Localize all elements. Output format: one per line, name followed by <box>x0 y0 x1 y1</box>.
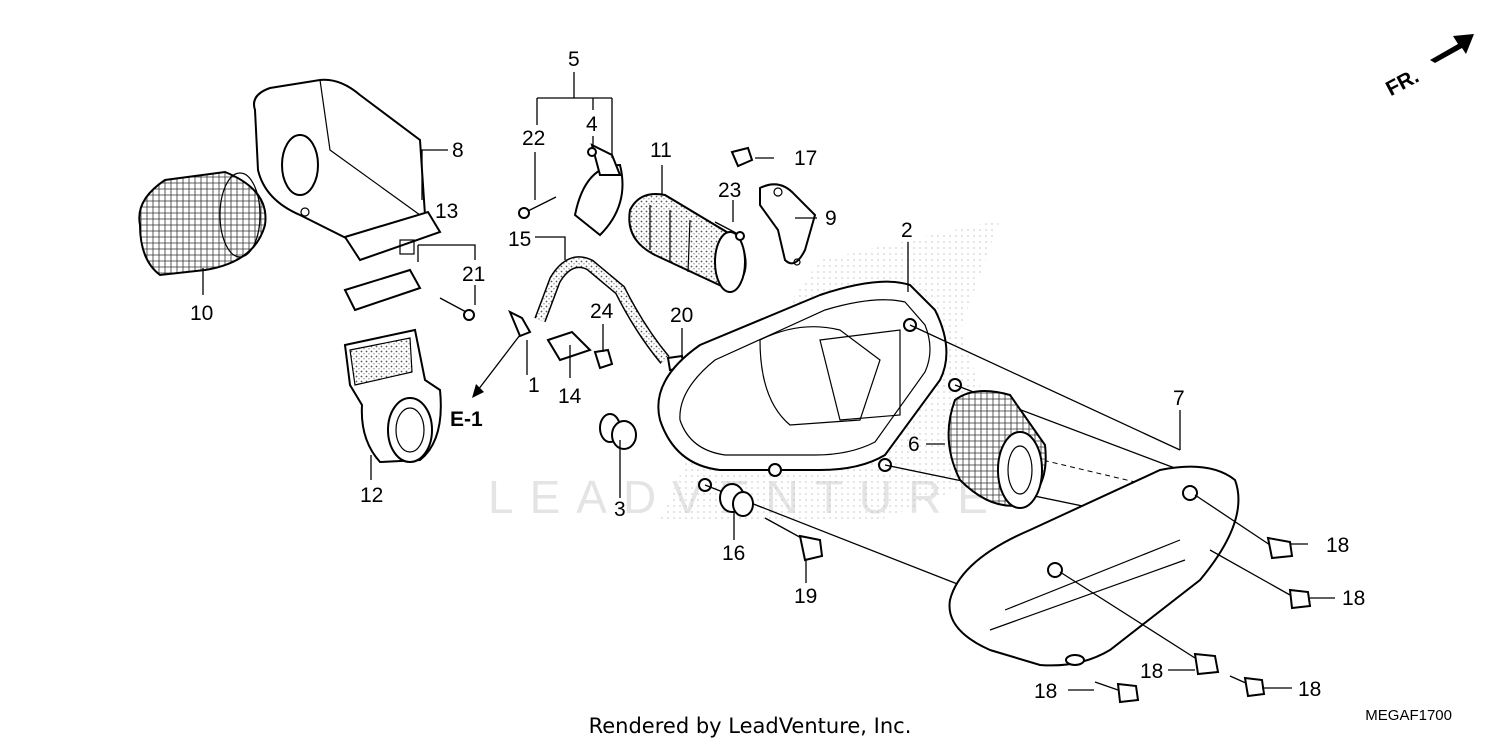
reference-e1-label: E-1 <box>450 408 483 431</box>
part-16-collar <box>719 483 754 517</box>
part-17-nut <box>730 146 754 168</box>
callout-11: 11 <box>650 139 672 162</box>
part-9-stay-bracket <box>759 183 817 266</box>
part-10-filter-sleeve <box>138 170 267 277</box>
callout-2: 2 <box>901 219 913 242</box>
callout-6: 6 <box>908 433 920 456</box>
callout-14: 14 <box>558 385 582 408</box>
callout-20: 20 <box>670 304 693 327</box>
part-15-breather-hose <box>534 256 670 364</box>
part-6-air-filter-element <box>947 390 1047 509</box>
callout-5: 5 <box>568 48 580 71</box>
callout-1: 1 <box>528 374 540 397</box>
footer-credit: Rendered by LeadVenture, Inc. <box>588 714 912 738</box>
callout-24: 24 <box>590 300 614 323</box>
callout-16: 16 <box>722 542 745 565</box>
callout-3: 3 <box>614 498 626 521</box>
part-24-clip <box>593 348 614 370</box>
callout-22: 22 <box>522 127 545 150</box>
part-14-drain-plug <box>546 330 592 362</box>
part-5-clamp-band <box>573 143 624 237</box>
callout-19: 19 <box>794 585 817 608</box>
part-19-flange-bolt <box>764 517 824 562</box>
part-11-connecting-tube <box>628 193 747 293</box>
callout-12: 12 <box>360 484 383 507</box>
front-direction-arrow-icon <box>1430 34 1474 63</box>
callout-18: 18 <box>1326 534 1349 557</box>
front-direction-label: FR. <box>1382 65 1423 101</box>
part-7-side-cover <box>948 465 1240 667</box>
diagram-code: MEGAF1700 <box>1365 707 1452 724</box>
callout-17: 17 <box>794 147 817 170</box>
callout-13: 13 <box>435 200 458 223</box>
part-3-grommet <box>599 413 637 450</box>
part-1-clip <box>508 309 532 338</box>
callout-18: 18 <box>1140 660 1163 683</box>
part-18-bolts <box>1059 494 1312 704</box>
callout-21: 21 <box>462 263 485 286</box>
callout-18: 18 <box>1342 587 1365 610</box>
part-2-air-cleaner-case <box>657 280 962 492</box>
part-8-intake-cover <box>253 78 427 242</box>
part-22-screw <box>518 196 557 219</box>
part-21-screw <box>439 297 475 321</box>
part-23-bolt <box>714 221 745 241</box>
part-13-gasket <box>343 210 442 312</box>
callout-18: 18 <box>1034 680 1057 703</box>
callout-18: 18 <box>1298 678 1321 701</box>
callout-9: 9 <box>825 207 837 230</box>
part-12-intake-duct <box>343 328 442 464</box>
reference-arrow-icon <box>472 384 484 398</box>
callout-4: 4 <box>586 113 598 136</box>
callout-10: 10 <box>190 302 213 325</box>
callout-23: 23 <box>718 179 741 202</box>
callout-15: 15 <box>508 228 531 251</box>
callout-8: 8 <box>452 139 464 162</box>
callout-7: 7 <box>1173 387 1185 410</box>
